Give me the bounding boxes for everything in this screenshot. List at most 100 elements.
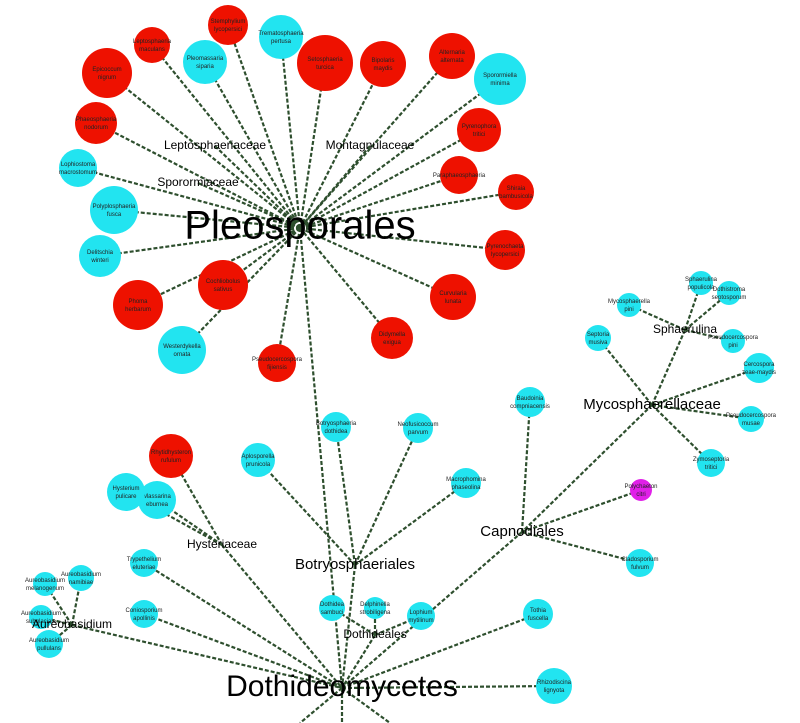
- taxon-node-circle[interactable]: [429, 33, 475, 79]
- taxon-node-circle[interactable]: [130, 549, 158, 577]
- taxon-node-circle[interactable]: [717, 281, 741, 305]
- taxon-node-circle[interactable]: [198, 260, 248, 310]
- taxon-node-circle[interactable]: [149, 434, 193, 478]
- taxon-node-circle[interactable]: [451, 468, 481, 498]
- taxon-node-circle[interactable]: [617, 293, 641, 317]
- taxon-node-circle[interactable]: [241, 443, 275, 477]
- taxon-node-circle[interactable]: [258, 344, 296, 382]
- taxon-node-circle[interactable]: [107, 473, 145, 511]
- taxon-node-circle[interactable]: [208, 5, 248, 45]
- taxon-node-circle[interactable]: [721, 329, 745, 353]
- taxon-node-circle[interactable]: [689, 271, 713, 295]
- taxon-node-circle[interactable]: [59, 149, 97, 187]
- taxon-node-circle[interactable]: [82, 48, 132, 98]
- taxon-node-circle[interactable]: [403, 413, 433, 443]
- taxon-node-circle[interactable]: [130, 600, 158, 628]
- taxon-node-circle[interactable]: [697, 449, 725, 477]
- taxon-node-circle[interactable]: [259, 15, 303, 59]
- taxon-node-circle[interactable]: [360, 41, 406, 87]
- taxon-node-circle[interactable]: [523, 599, 553, 629]
- taxon-node-circle[interactable]: [515, 387, 545, 417]
- taxon-node-circle[interactable]: [430, 274, 476, 320]
- taxon-node-circle[interactable]: [79, 235, 121, 277]
- taxon-node-circle[interactable]: [113, 280, 163, 330]
- taxon-node-circle[interactable]: [297, 35, 353, 91]
- taxon-node-circle[interactable]: [183, 40, 227, 84]
- taxon-node-circle[interactable]: [744, 353, 774, 383]
- taxon-node-circle[interactable]: [90, 186, 138, 234]
- taxon-node-circle[interactable]: [536, 668, 572, 704]
- taxon-node-circle[interactable]: [134, 27, 170, 63]
- taxon-node-circle[interactable]: [364, 597, 386, 619]
- taxon-node-circle[interactable]: [321, 412, 351, 442]
- taxon-node-circle[interactable]: [319, 595, 345, 621]
- taxon-node-circle[interactable]: [158, 326, 206, 374]
- taxon-node-circle[interactable]: [138, 481, 176, 519]
- taxon-node-circle[interactable]: [29, 605, 53, 629]
- taxon-node-circle[interactable]: [457, 108, 501, 152]
- taxon-node-circle[interactable]: [33, 572, 57, 596]
- taxon-node-circle[interactable]: [498, 174, 534, 210]
- taxon-node-circle[interactable]: [630, 479, 652, 501]
- taxon-node-circle[interactable]: [738, 406, 764, 432]
- taxon-node-circle[interactable]: [440, 156, 478, 194]
- taxon-node-circle[interactable]: [407, 602, 435, 630]
- taxon-node-circle[interactable]: [474, 53, 526, 105]
- taxon-node-circle[interactable]: [75, 102, 117, 144]
- taxon-node-circle[interactable]: [68, 565, 94, 591]
- taxon-node-circle[interactable]: [485, 230, 525, 270]
- taxon-node-circle[interactable]: [585, 325, 611, 351]
- taxon-node-circle[interactable]: [35, 630, 63, 658]
- taxon-node[interactable]: Paraphaeosphaeria: [433, 156, 486, 194]
